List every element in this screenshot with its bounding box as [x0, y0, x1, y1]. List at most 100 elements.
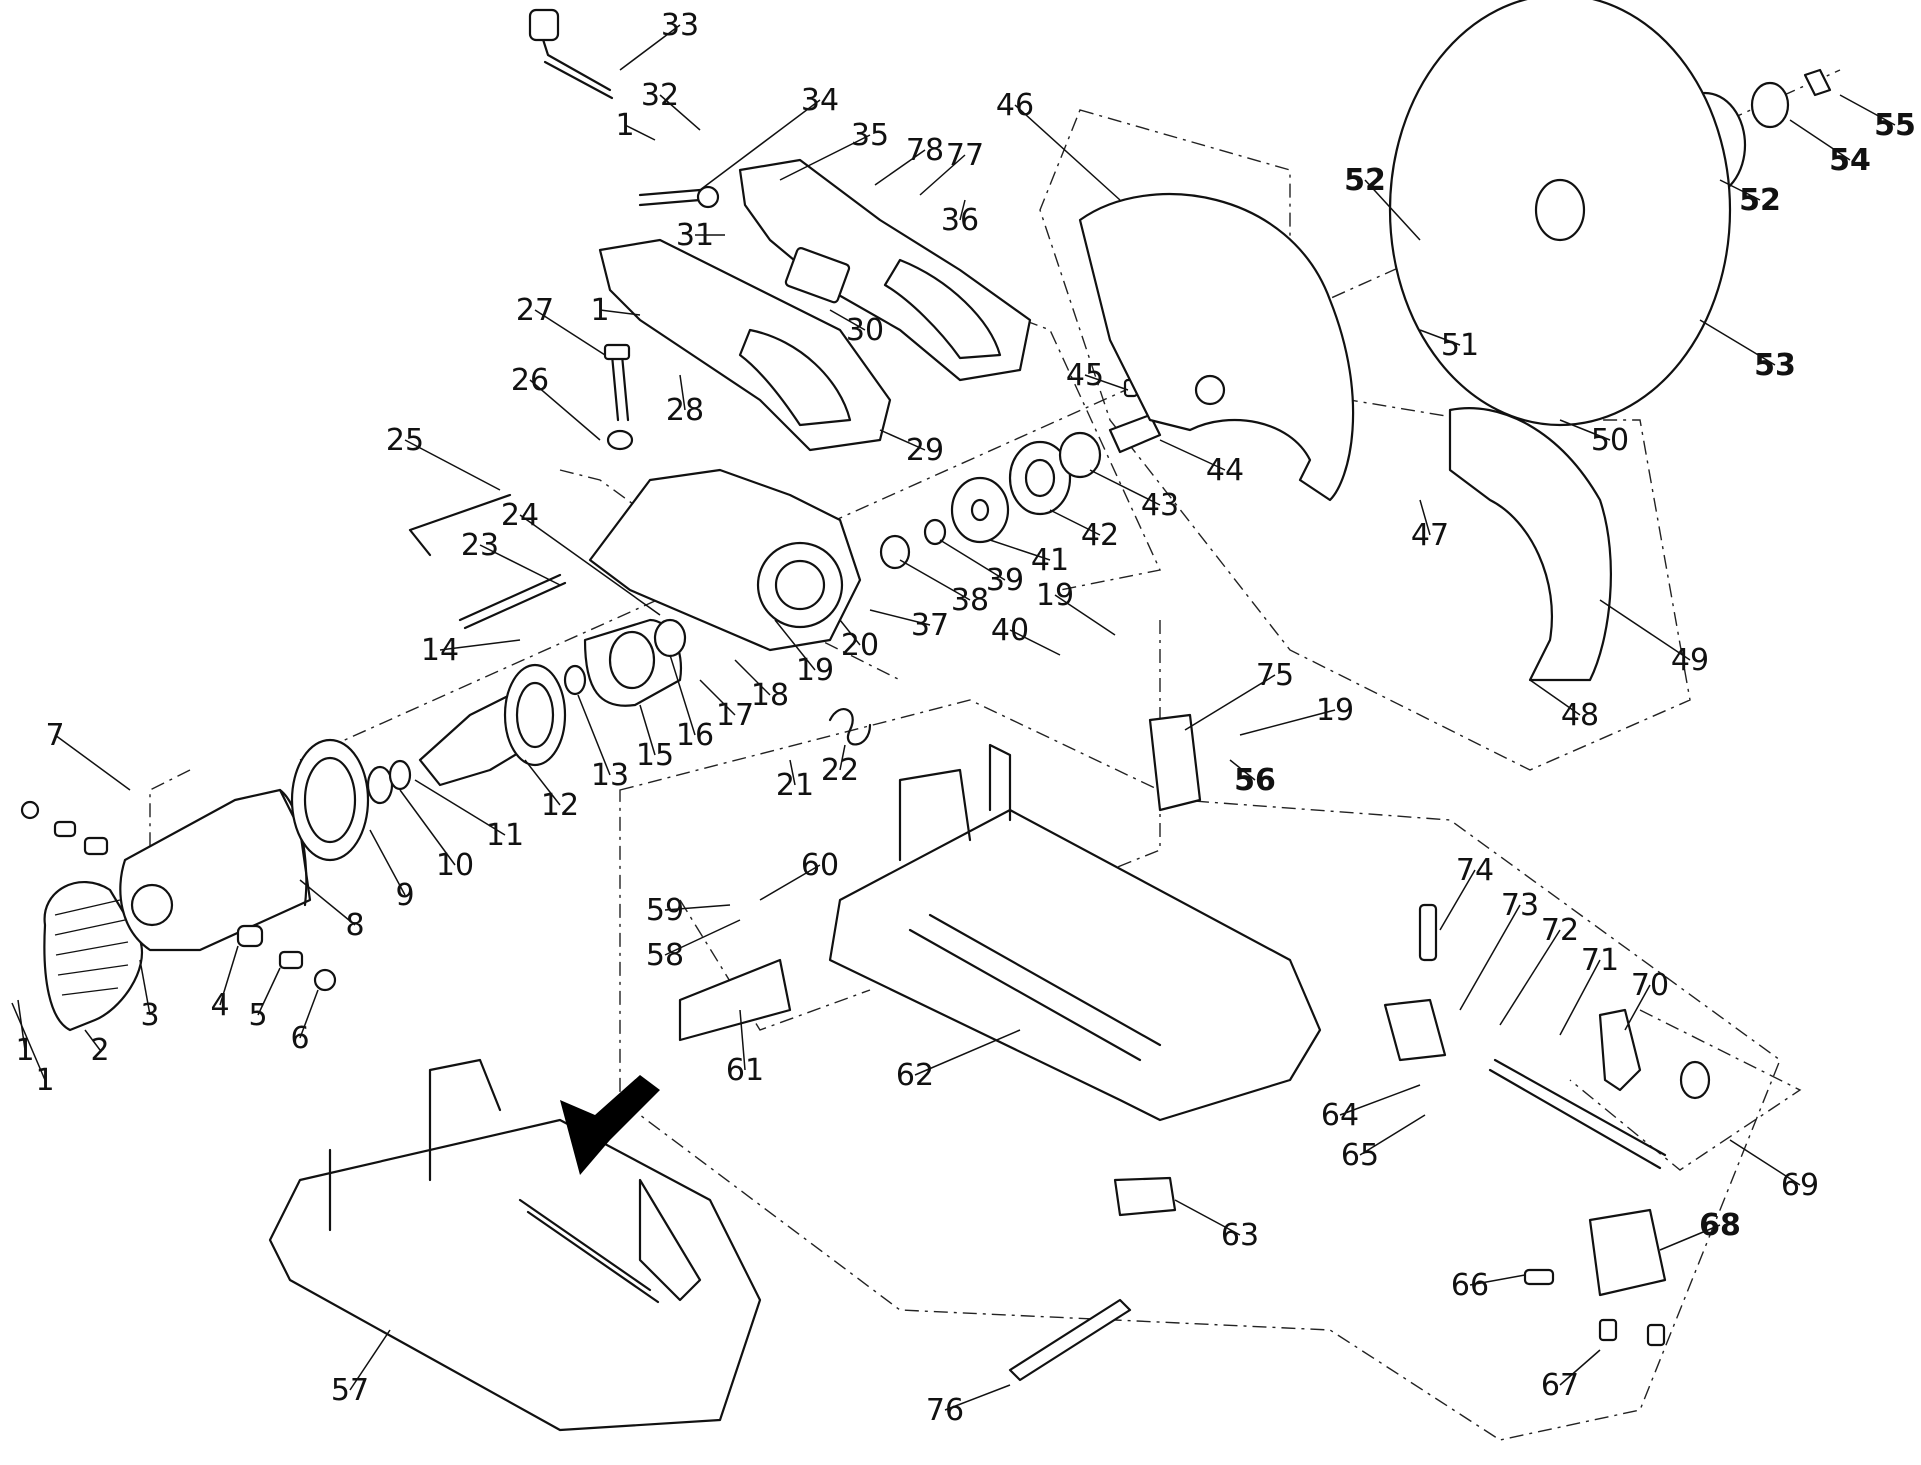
part-number-label: 21 [776, 768, 814, 803]
part-number-label: 50 [1591, 423, 1629, 458]
leader-line-p56 [1229, 759, 1256, 781]
leader-line-p1b [624, 124, 656, 141]
leader-line-p52a [1364, 179, 1421, 241]
leader-line-p1a [11, 1002, 46, 1081]
base-plate-62 [828, 743, 1322, 1122]
leader-line-p54 [1789, 119, 1851, 161]
leader-line-p21 [789, 759, 796, 786]
bolt-67 [1598, 1318, 1618, 1342]
leader-line-p11 [414, 779, 506, 836]
abrasive-disc-53 [1388, 0, 1732, 427]
leader-line-p29 [879, 429, 926, 451]
part-number-label: 64 [1321, 1098, 1359, 1133]
part-number-label: 43 [1141, 488, 1179, 523]
leader-line-p52b [1719, 179, 1761, 201]
clamp-70 [1598, 1008, 1642, 1092]
assembled-base-57 [268, 1058, 762, 1432]
brush-parts [20, 800, 337, 992]
leader-line-p26 [529, 379, 601, 441]
hex-key-25 [408, 493, 512, 557]
part-number-label: 15 [636, 738, 674, 773]
leader-line-p66 [1469, 1274, 1526, 1286]
part-number-label: 26 [511, 363, 549, 398]
leader-line-p7 [54, 734, 131, 791]
leader-line-p68 [1659, 1224, 1721, 1251]
leader-line-p10 [399, 789, 456, 866]
part-number-label: 19 [1036, 578, 1074, 613]
part-number-label: 57 [331, 1373, 369, 1408]
pointer-arrow [560, 1075, 660, 1175]
leader-line-p41 [989, 539, 1051, 561]
leader-line-p48 [1529, 679, 1581, 716]
leader-line-p25 [404, 439, 501, 491]
part-number-label: 77 [946, 138, 984, 173]
leader-line-p76 [944, 1384, 1011, 1411]
leader-line-p18 [734, 659, 771, 696]
part-number-label: 17 [716, 698, 754, 733]
part-number-label: 11 [486, 818, 524, 853]
armature [418, 663, 567, 787]
part-number-label: 48 [1561, 698, 1599, 733]
part-number-label: 39 [986, 563, 1024, 598]
leader-line-p24 [519, 514, 661, 616]
leader-line-p50 [1559, 419, 1611, 441]
part-number-label: 61 [726, 1053, 764, 1088]
part-number-label: 10 [436, 848, 474, 883]
part-number-label: 27 [516, 293, 554, 328]
leader-line-p70 [1624, 984, 1651, 1031]
part-number-label: 9 [395, 878, 414, 913]
part-number-label: 62 [896, 1058, 934, 1093]
field-ring [290, 738, 370, 862]
washer-54 [1750, 81, 1790, 129]
leader-line-p36 [959, 199, 966, 221]
leader-line-p45 [1084, 374, 1129, 391]
leader-line-p37 [869, 609, 931, 626]
part-number-label: 74 [1456, 853, 1494, 888]
part-number-label: 13 [591, 758, 629, 793]
part-number-label: 46 [996, 88, 1034, 123]
part-number-label: 54 [1829, 143, 1871, 178]
bolt-55 [1803, 68, 1832, 97]
leader-line-p64 [1339, 1084, 1421, 1116]
leader-line-p9 [369, 829, 406, 896]
leader-line-p53 [1699, 319, 1776, 366]
leader-line-p69 [1729, 1139, 1801, 1186]
bracket-75 [1148, 713, 1202, 812]
lower-guard-49 [1448, 407, 1612, 682]
leader-line-p62 [914, 1029, 1021, 1076]
handle-35 [738, 158, 1032, 382]
part-number-label: 36 [941, 203, 979, 238]
leader-line-p35 [779, 134, 871, 181]
motor-end-cap [43, 880, 143, 1032]
part-number-label: 20 [841, 628, 879, 663]
leader-line-p40 [1009, 629, 1061, 656]
part-number-label: 33 [661, 8, 699, 43]
spindle-44 [1108, 413, 1162, 454]
shaft-34 [638, 188, 702, 207]
leader-line-p63 [1174, 1199, 1241, 1236]
part-number-label: 25 [386, 423, 424, 458]
leader-line-p51 [1419, 329, 1461, 346]
leader-line-p19b [1054, 594, 1116, 636]
part-number-label: 63 [1221, 1218, 1259, 1253]
wrench-76 [1008, 1298, 1132, 1382]
part-number-label: 31 [676, 218, 714, 253]
leader-line-p1c [599, 309, 641, 316]
leader-line-p4 [219, 945, 239, 1006]
blade-guard-46 [1078, 193, 1355, 502]
part-number-label: 4 [210, 988, 229, 1023]
leader-line-p74 [1439, 869, 1476, 931]
leader-line-p33 [619, 24, 681, 71]
part-number-label: 22 [821, 753, 859, 788]
leader-line-p20 [839, 619, 861, 646]
part-number-label: 71 [1581, 943, 1619, 978]
part-number-label: 78 [906, 133, 944, 168]
leader-line-p19c [1239, 709, 1336, 736]
part-number-label: 6 [290, 1021, 309, 1056]
part-number-label: 42 [1081, 518, 1119, 553]
leader-line-p42 [1049, 509, 1101, 536]
leader-line-p19a [774, 619, 816, 671]
leader-line-p78 [874, 149, 926, 186]
washer-43 [1058, 431, 1102, 479]
